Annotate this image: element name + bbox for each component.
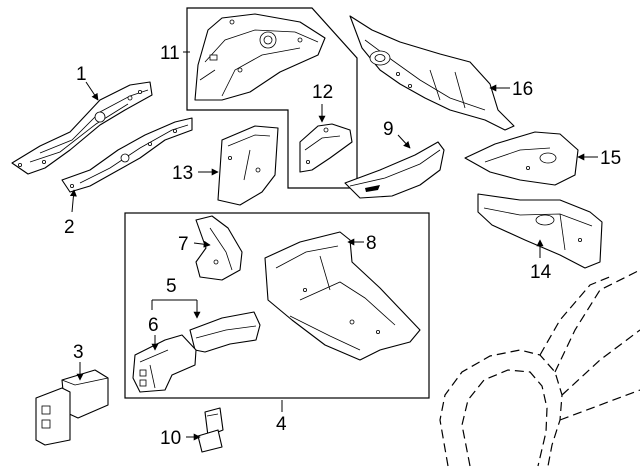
part-2-rail — [61, 117, 193, 193]
part-16-apron — [349, 15, 515, 131]
part-6-bracket — [132, 334, 197, 393]
part-15-plate — [464, 131, 579, 186]
part-9-reinforcement — [344, 141, 445, 199]
part-3-box — [35, 369, 109, 446]
part-5-reinforcement — [189, 311, 261, 353]
callout-labels: 1 2 3 4 5 6 7 8 9 10 11 12 13 14 15 16 — [64, 43, 621, 449]
callout-2: 2 — [64, 217, 75, 238]
callout-4: 4 — [276, 414, 287, 435]
callout-13: 13 — [172, 163, 193, 184]
part-8-floor-pan — [264, 231, 421, 361]
upper-group-frame — [186, 7, 358, 189]
callout-15: 15 — [600, 148, 621, 169]
callout-14: 14 — [530, 262, 552, 283]
callout-12: 12 — [312, 82, 333, 103]
callout-1: 1 — [76, 64, 87, 85]
callout-8: 8 — [366, 233, 377, 254]
part-1-rail — [11, 81, 153, 175]
part-13-panel — [217, 125, 279, 206]
callout-10: 10 — [160, 428, 181, 449]
callout-16: 16 — [512, 79, 533, 100]
callout-6: 6 — [148, 315, 159, 336]
callout-7: 7 — [178, 234, 189, 255]
part-10-clip — [197, 407, 224, 453]
callout-11: 11 — [160, 43, 180, 64]
part-11-apron — [194, 13, 326, 101]
callout-3: 3 — [73, 342, 84, 363]
part-7-bracket — [195, 215, 243, 281]
fender-outline — [439, 269, 640, 467]
callout-9: 9 — [383, 119, 394, 140]
part-12-bracket — [299, 123, 353, 173]
center-group-frame — [124, 212, 430, 399]
callout-5: 5 — [166, 276, 177, 297]
leader-lines — [69, 51, 598, 441]
part-14-apron — [477, 193, 603, 269]
